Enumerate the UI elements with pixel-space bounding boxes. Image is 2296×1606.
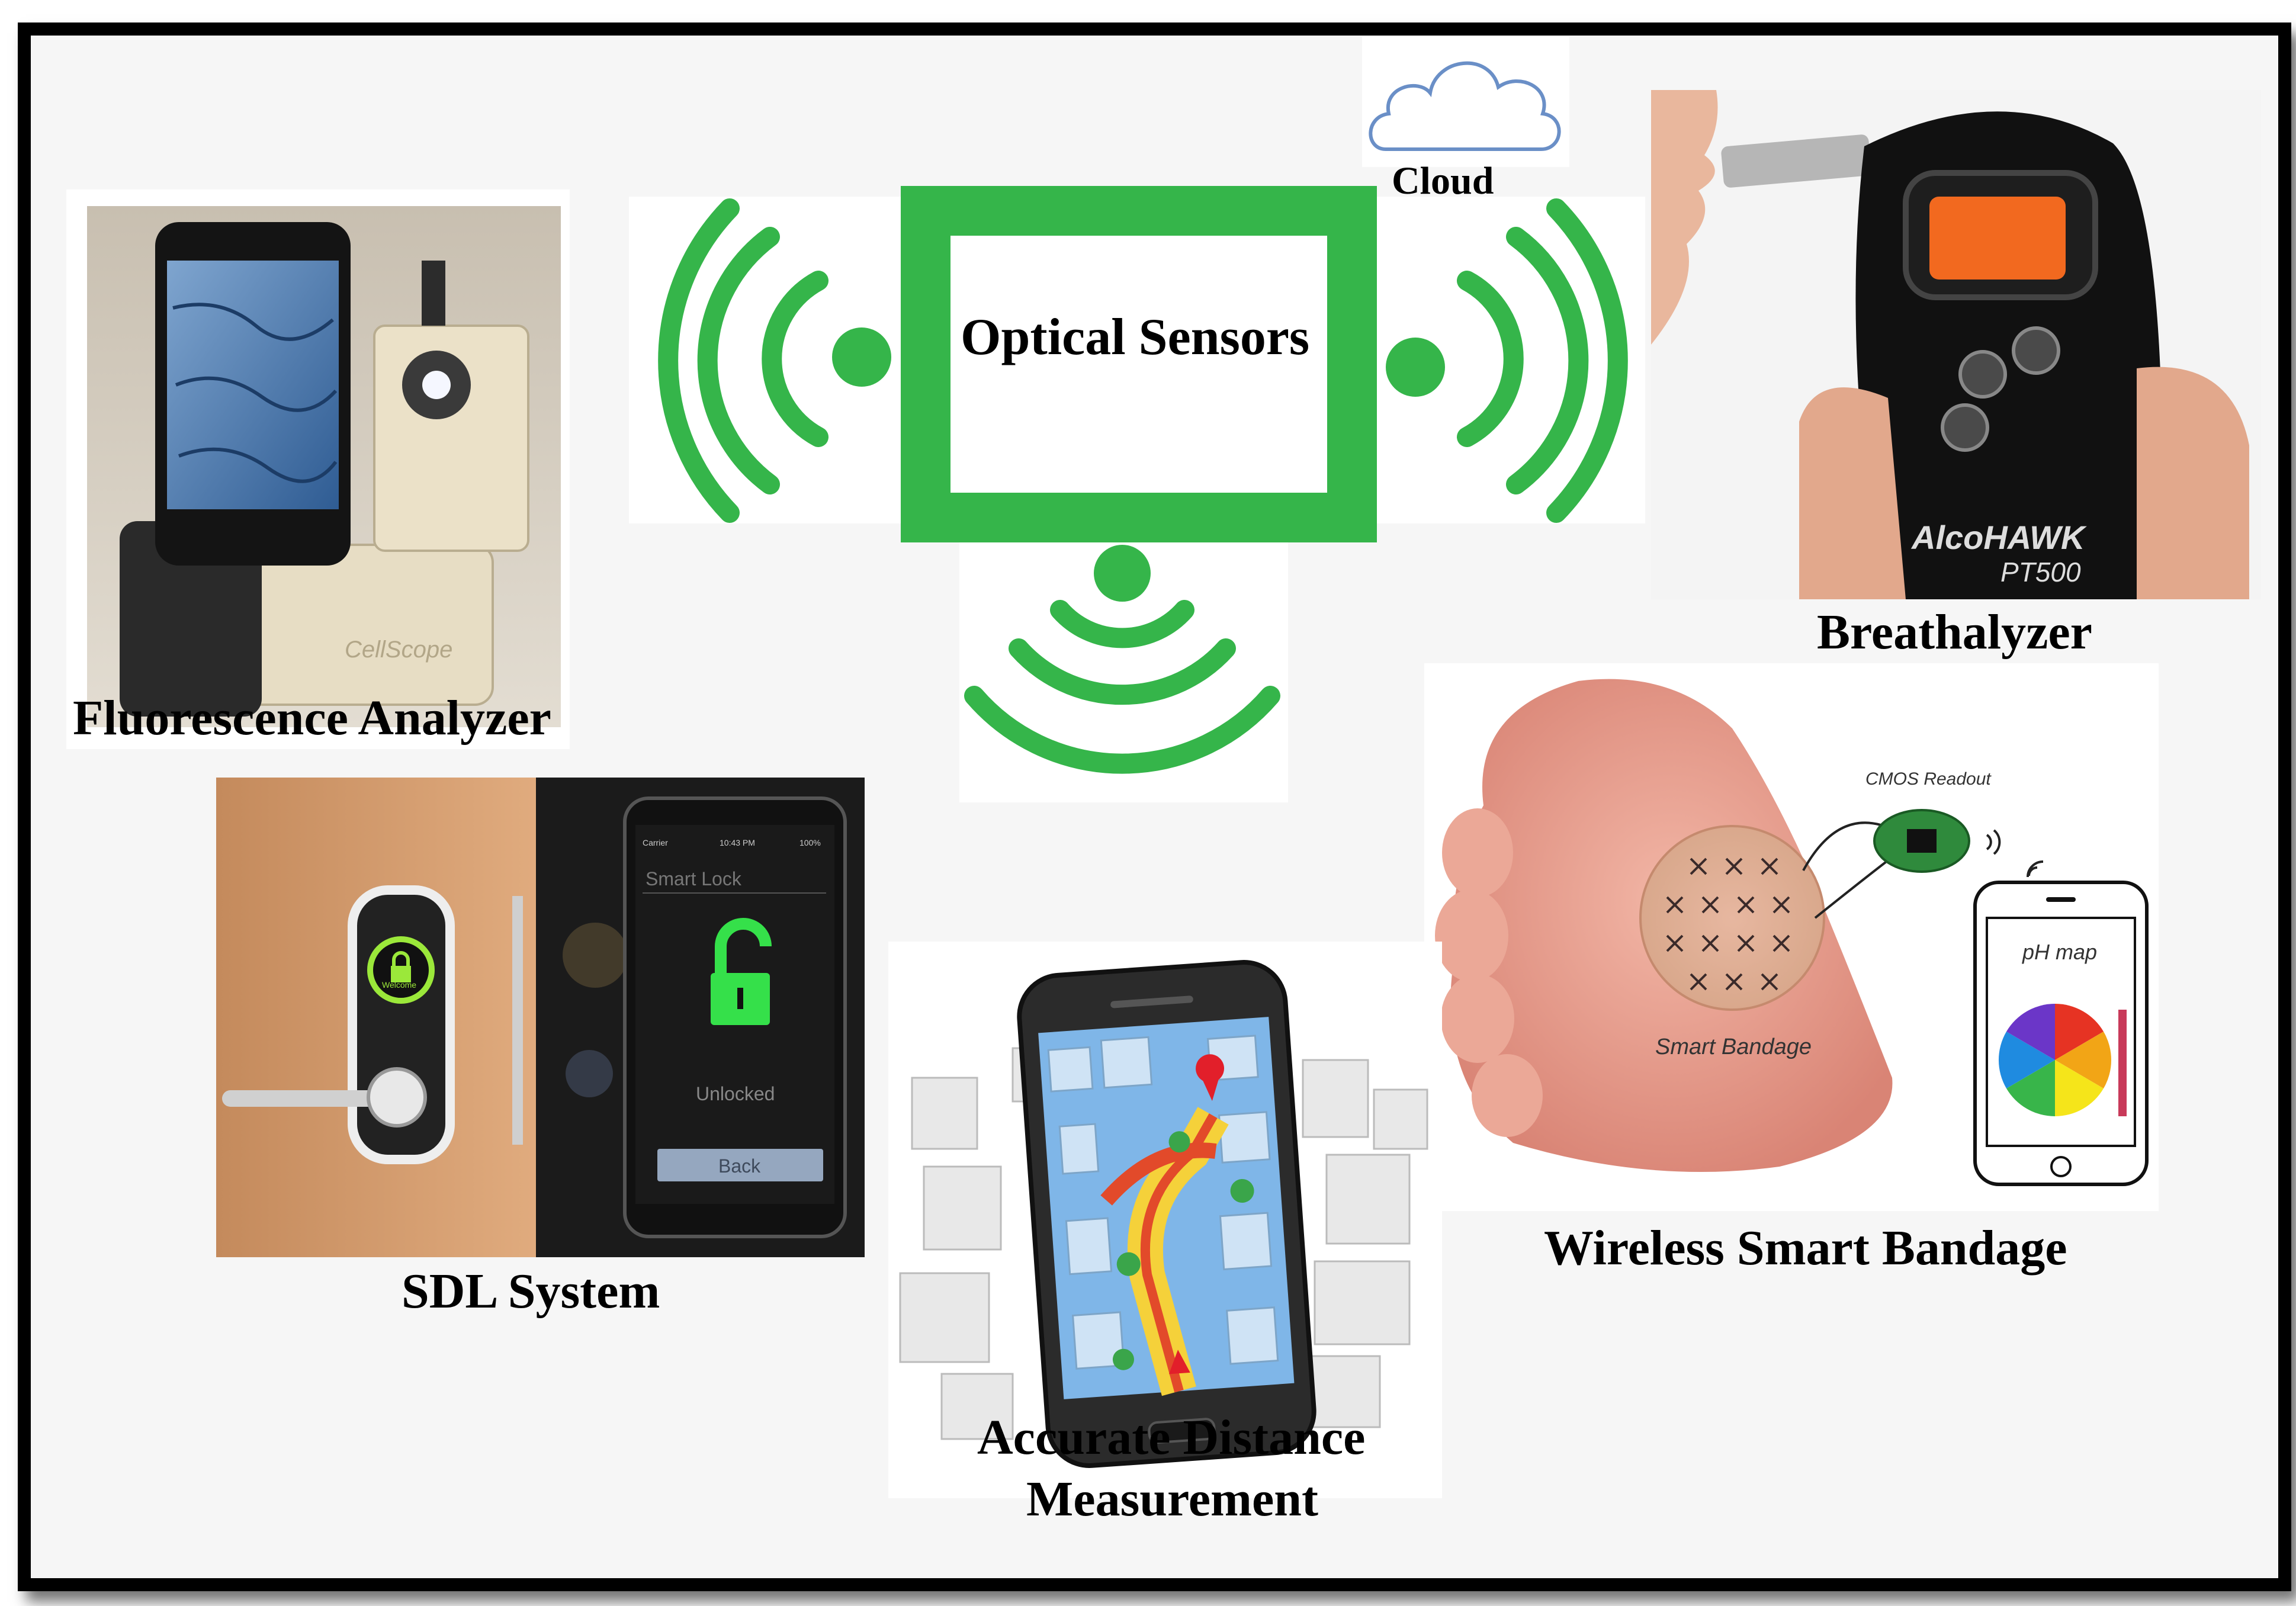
fluorescence-brand: CellScope <box>345 637 452 663</box>
distance-image <box>899 960 1428 1468</box>
bandage-image: CMOS Readout Smart Bandage pH map <box>1435 679 2149 1186</box>
breathalyzer-image: AlcoHAWK PT500 <box>1651 90 2261 599</box>
sdl-lock-welcome: Welcome <box>382 980 416 990</box>
fluorescence-image: CellScope <box>87 206 561 727</box>
sensor-label: Optical Sensors <box>961 309 1310 366</box>
fluorescence-panel: CellScope <box>66 189 570 749</box>
sdl-battery: 100% <box>799 838 821 847</box>
ph-map-wheel <box>1998 1004 2112 1116</box>
fluorescence-label: Fluorescence Analyzer <box>73 690 551 746</box>
sdl-carrier: Carrier <box>643 838 668 847</box>
distance-label-line1: Accurate Distance <box>977 1410 1366 1465</box>
sensor-box <box>901 186 1377 542</box>
signal-right-dot <box>1386 338 1445 397</box>
signal-bottom-icon <box>964 600 1280 774</box>
bandage-phmap-label: pH map <box>2022 940 2097 964</box>
breathalyzer-brand: AlcoHAWK <box>1910 519 2087 556</box>
sdl-time: 10:43 PM <box>720 838 755 847</box>
breathalyzer-model: PT500 <box>2000 557 2081 587</box>
sdl-label: SDL System <box>402 1264 660 1319</box>
sdl-back-button[interactable] <box>657 1149 823 1181</box>
cloud-panel <box>1362 37 1569 167</box>
bandage-readout-label: CMOS Readout <box>1865 769 1992 789</box>
sdl-screen-title: Smart Lock <box>646 868 742 889</box>
distance-panel <box>888 942 1442 1498</box>
distance-label-line2: Measurement <box>1026 1472 1318 1527</box>
cloud-icon <box>1369 61 1561 152</box>
bandage-x-marks <box>1666 857 1790 991</box>
signal-left-dot <box>832 327 891 387</box>
cloud-label: Cloud <box>1392 159 1494 203</box>
bandage-label: Wireless Smart Bandage <box>1544 1220 2067 1276</box>
unlock-icon <box>711 918 772 1025</box>
signal-bottom-dot <box>1094 545 1151 602</box>
sdl-back-label: Back <box>718 1155 761 1177</box>
bandage-panel: CMOS Readout Smart Bandage pH map <box>1424 663 2159 1211</box>
breathalyzer-label: Breathalyzer <box>1817 605 2092 660</box>
sdl-panel: Welcome Carrier 10:43 PM 100% Smart Lock… <box>216 778 865 1257</box>
signal-right-icon <box>1457 198 1628 523</box>
signal-left-icon <box>658 198 829 523</box>
sdl-image: Welcome Carrier 10:43 PM 100% Smart Lock… <box>216 778 865 1257</box>
breathalyzer-panel: AlcoHAWK PT500 <box>1651 90 2261 599</box>
bandage-patch-label: Smart Bandage <box>1655 1035 1812 1059</box>
sdl-status: Unlocked <box>696 1083 775 1104</box>
